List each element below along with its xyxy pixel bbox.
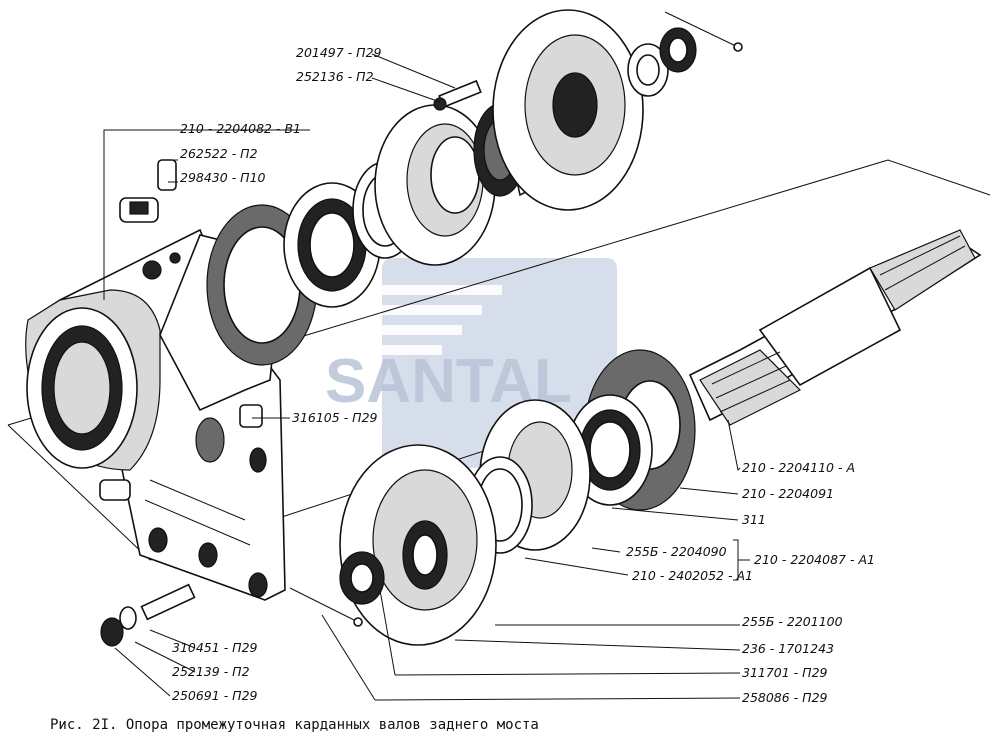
watermark-logo: SANTAL	[325, 258, 617, 468]
label-201497: 201497 - П29	[296, 45, 382, 60]
upper-castle-nut	[659, 27, 697, 73]
lower-cotter-pin	[289, 587, 363, 627]
label-252139: 252139 - П2	[172, 664, 250, 679]
label-250691: 250691 - П29	[172, 688, 258, 703]
upper-bearing-cover-flange	[374, 104, 496, 266]
label-210-2204091: 210 - 2204091	[742, 486, 834, 501]
companion-flange-upper	[492, 9, 644, 211]
label-311: 311	[742, 512, 766, 527]
intermediate-shaft	[688, 229, 982, 426]
label-262522: 262522 - П2	[180, 146, 258, 161]
label-210-2402052: 210 - 2402052 - А1	[632, 568, 753, 583]
support-bracket-housing	[25, 228, 286, 601]
housing-bolt-316105	[239, 404, 263, 428]
label-298430: 298430 - П10	[180, 170, 266, 185]
lower-castle-nut	[339, 551, 385, 605]
upper-cotter-pin	[664, 11, 743, 52]
figure-caption: Рис. 2I. Опора промежуточная карданных в…	[50, 717, 539, 733]
label-311701: 311701 - П29	[742, 665, 828, 680]
label-236-1701243: 236 - 1701243	[742, 641, 834, 656]
mounting-bolt-set	[100, 583, 196, 647]
upper-washer	[627, 43, 669, 97]
label-255b-2204090: 255Б - 2204090	[626, 544, 727, 559]
leader-lines	[103, 53, 750, 701]
label-310451: 310451 - П29	[172, 640, 258, 655]
label-316105: 316105 - П29	[292, 410, 378, 425]
label-210-2204110: 210 - 2204110 - А	[742, 460, 855, 475]
label-210-2204087: 210 - 2204087 - А1	[754, 552, 875, 567]
label-210-2204082: 210 - 2204082 - В1	[180, 121, 301, 136]
label-252136: 252136 - П2	[296, 69, 374, 84]
label-258086: 258086 - П29	[742, 690, 828, 705]
lower-companion-flange	[339, 444, 497, 646]
upper-bolt	[433, 79, 482, 111]
label-255b-2201100: 255Б - 2201100	[742, 614, 843, 629]
part-labels: 201497 - П29 252136 - П2 210 - 2204082 -…	[172, 45, 875, 705]
